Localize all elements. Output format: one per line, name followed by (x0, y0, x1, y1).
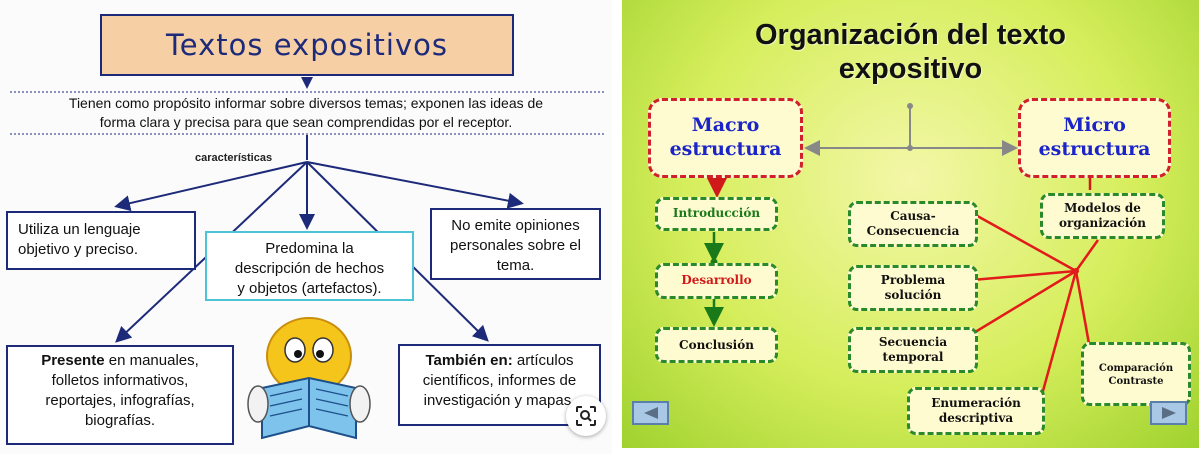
next-slide-button[interactable] (1150, 401, 1187, 425)
purpose-line: Tienen como propósito informar sobre div… (68, 95, 544, 111)
introduction-box: Introducción (655, 197, 778, 231)
box-line: estructura (1038, 138, 1151, 160)
page-title: Textos expositivos (100, 14, 514, 76)
title-text: Textos expositivos (166, 28, 448, 62)
box-line: Secuencia (878, 335, 948, 349)
line-rest: artículos (512, 352, 574, 369)
left-diagram-panel: Textos expositivos Tienen como propósito… (0, 14, 612, 445)
box-line: solución (884, 288, 942, 302)
conclusion-box: Conclusión (655, 327, 778, 363)
triangle-left-icon (643, 407, 658, 419)
macro-structure-box: Macro estructura (648, 98, 803, 178)
right-connectors (704, 103, 1100, 424)
bold-lead: Presente (41, 352, 105, 369)
box-line: investigación y mapas. (423, 392, 576, 409)
box-line: descripción de hechos (234, 260, 385, 277)
visual-search-button[interactable] (566, 396, 606, 436)
box-line: No emite opiniones (451, 217, 580, 234)
problem-solution-box: Problema solución (848, 265, 978, 311)
left-connectors (10, 77, 604, 440)
micro-structure-box: Micro estructura (1018, 98, 1171, 178)
box-line: Utiliza un lenguaje (18, 221, 141, 238)
box-line: Macro (691, 114, 760, 136)
title-line: expositivo (838, 53, 983, 85)
box-line: biografías. (84, 412, 156, 429)
box-line: científicos, informes de (422, 372, 577, 389)
reading-emoji-icon (247, 317, 371, 440)
bold-lead: También en: (425, 352, 513, 369)
comparison-contrast-box: Comparación Contraste (1081, 342, 1191, 406)
box-line: También en: artículos (406, 351, 593, 371)
title-line: Organización del texto (755, 19, 1066, 51)
box-line: Contraste (1108, 376, 1164, 387)
temporal-sequence-box: Secuencia temporal (848, 327, 978, 373)
characteristic-box-present: Presente en manuales, folletos informati… (6, 345, 234, 445)
box-line: descriptiva (938, 411, 1014, 425)
box-line: Problema (880, 273, 946, 287)
box-line: organización (1059, 216, 1146, 230)
development-box: Desarrollo (655, 263, 778, 299)
previous-slide-button[interactable] (632, 401, 669, 425)
visual-search-icon (576, 406, 596, 426)
organization-models-box: Modelos de organización (1040, 193, 1165, 239)
box-line: estructura (669, 138, 782, 160)
box-line: personales sobre el (450, 237, 581, 254)
purpose-line: forma clara y precisa para que sean comp… (99, 114, 513, 130)
right-diagram-panel: Organización del texto expositivo Macro … (622, 0, 1199, 448)
box-line: Causa- (890, 209, 936, 223)
slide-title: Organización del texto expositivo (622, 18, 1199, 86)
box-line: Micro (1063, 114, 1126, 136)
box-line: Comparación (1098, 363, 1174, 374)
purpose-text: Tienen como propósito informar sobre div… (0, 90, 612, 134)
box-line: tema. (496, 257, 535, 274)
line-rest: en manuales, (104, 352, 199, 369)
characteristic-box-description: Predomina la descripción de hechos y obj… (205, 231, 414, 301)
triangle-right-icon (1161, 407, 1176, 419)
characteristic-box-also: También en: artículos científicos, infor… (398, 344, 601, 426)
box-line: Predomina la (265, 240, 354, 257)
box-line: Modelos de (1064, 201, 1141, 215)
box-line: folletos informativos, (51, 372, 189, 389)
characteristic-box-opinions: No emite opiniones personales sobre el t… (430, 208, 601, 280)
box-line: reportajes, infografías, (45, 392, 195, 409)
box-line: Enumeración (931, 396, 1021, 410)
box-line: Consecuencia (866, 224, 960, 238)
box-line: temporal (882, 350, 944, 364)
characteristic-box-language: Utiliza un lenguaje objetivo y preciso. (6, 211, 196, 270)
box-line: objetivo y preciso. (18, 241, 139, 258)
box-line: y objetos (artefactos). (237, 280, 382, 297)
cause-consequence-box: Causa- Consecuencia (848, 201, 978, 247)
characteristics-label: características (195, 152, 273, 164)
box-line: Presente en manuales, (14, 351, 226, 371)
descriptive-enumeration-box: Enumeración descriptiva (907, 387, 1045, 435)
